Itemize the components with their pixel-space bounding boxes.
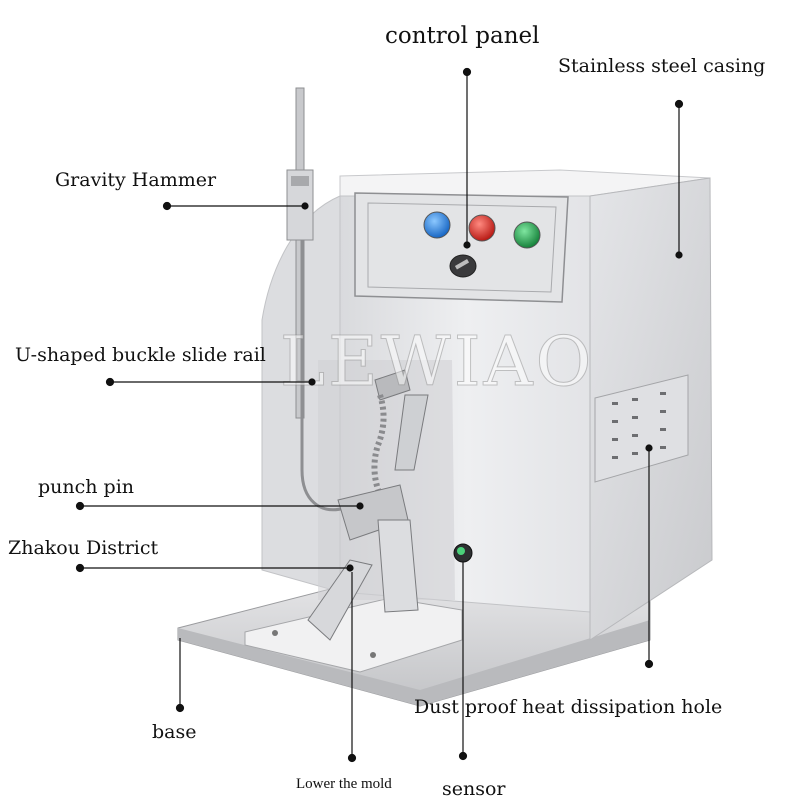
leader-lines xyxy=(75,67,684,763)
base-label: base xyxy=(152,721,197,743)
control-panel-label: control panel xyxy=(385,23,540,49)
gravity-hammer xyxy=(286,87,346,512)
blue-button[interactable] xyxy=(423,211,451,239)
zhakou-label: Zhakou District xyxy=(8,537,159,559)
slide-rail-label: U-shaped buckle slide rail xyxy=(15,344,266,366)
vent-panel xyxy=(594,374,689,483)
watermark: LEWIAO xyxy=(280,323,594,402)
red-button[interactable] xyxy=(468,214,496,242)
spring-mechanism xyxy=(307,369,429,641)
dust-hole-label: Dust proof heat dissipation hole xyxy=(414,696,723,718)
sensor xyxy=(453,543,473,563)
casing-label: Stainless steel casing xyxy=(558,55,766,77)
gravity-hammer-label: Gravity Hammer xyxy=(55,169,217,191)
sensor-label: sensor xyxy=(442,778,506,800)
lower-mold-label: Lower the mold xyxy=(296,776,392,792)
green-button[interactable] xyxy=(513,221,541,249)
control-panel xyxy=(354,192,569,303)
punch-pin-label: punch pin xyxy=(38,476,135,498)
